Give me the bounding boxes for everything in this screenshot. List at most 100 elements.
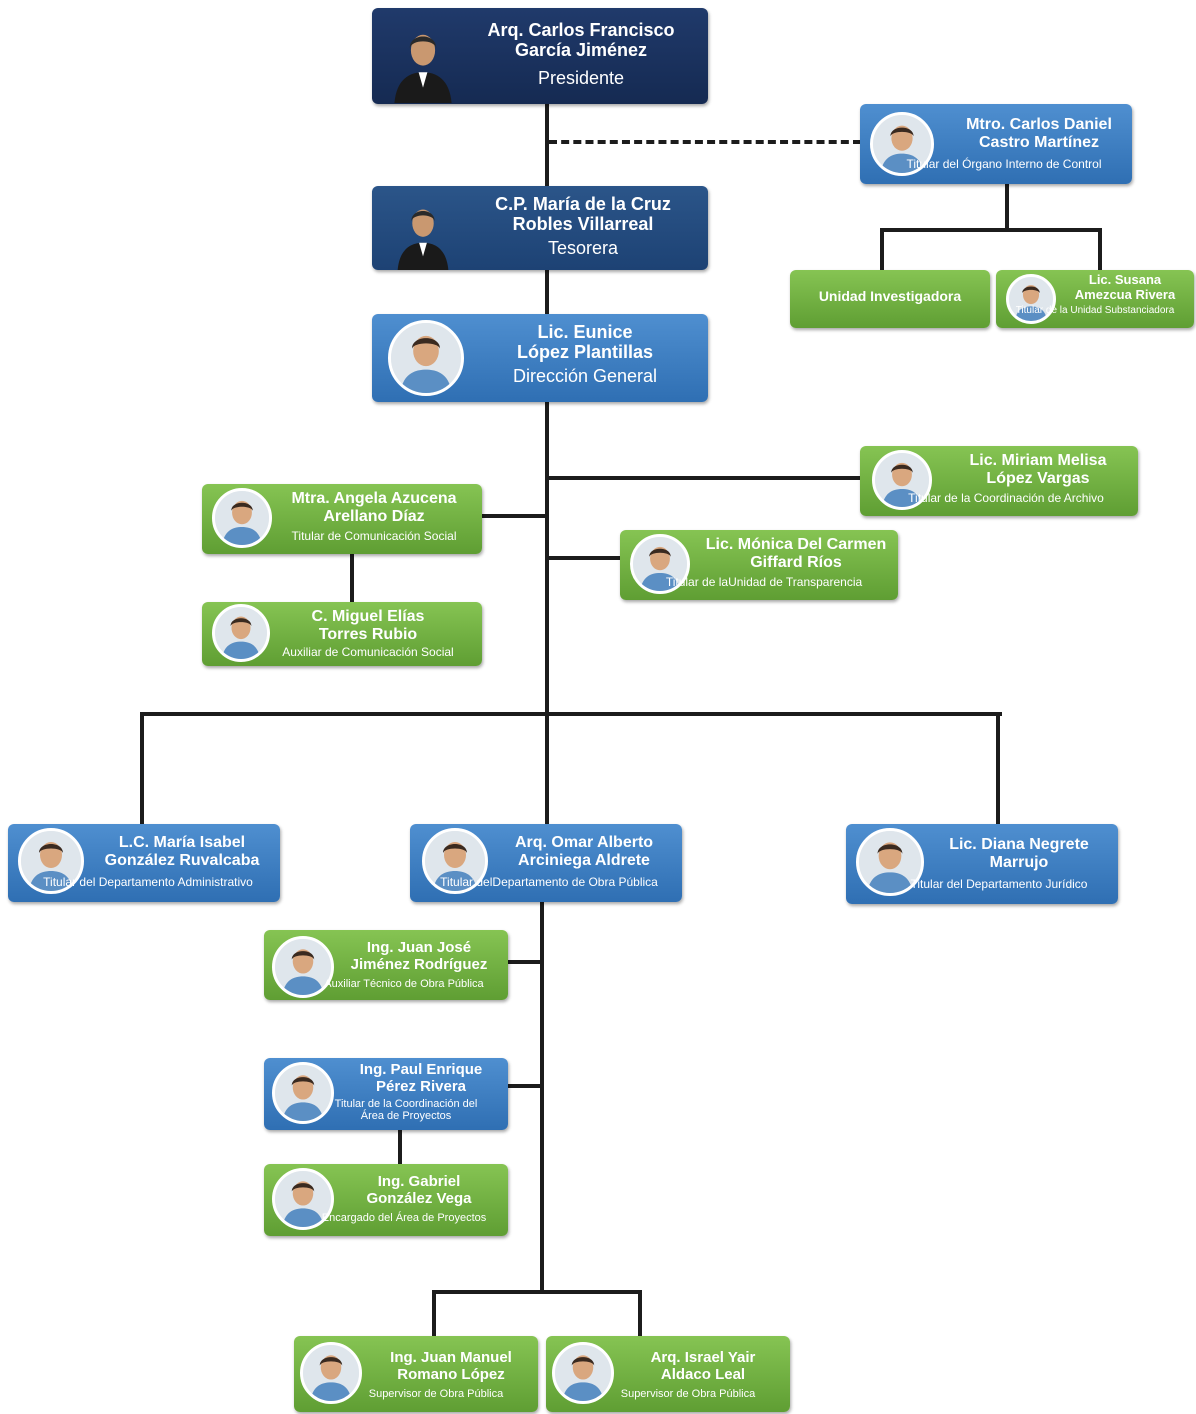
node-text: Lic. Diana Negrete Marrujo Titular del D… (886, 836, 1112, 891)
node-text: Arq. Omar Alberto Arciniega Aldrete Titu… (420, 834, 678, 889)
node-administrativo[interactable]: L.C. María Isabel González Ruvalcaba Tit… (8, 824, 280, 902)
node-name: García Jiménez (514, 40, 648, 61)
node-role: Auxiliar de Comunicación Social (282, 644, 454, 659)
person-photo-icon (212, 488, 272, 548)
node-transparencia[interactable]: Lic. Mónica Del Carmen Giffard Ríos Titu… (620, 530, 898, 600)
node-obra-publica[interactable]: Arq. Omar Alberto Arciniega Aldrete Titu… (410, 824, 682, 902)
connector (398, 1130, 402, 1166)
node-name: C. Miguel Elías (311, 608, 425, 625)
connector (508, 1084, 542, 1088)
connector (508, 960, 542, 964)
node-name: Torres Rubio (318, 625, 418, 643)
node-text: Arq. Israel Yair Aldaco Leal Supervisor … (590, 1349, 786, 1400)
node-investigadora[interactable]: Unidad Investigadora (790, 270, 990, 328)
node-name: Ing. Gabriel (377, 1173, 461, 1190)
person-photo-icon (388, 320, 464, 396)
node-name: González Vega (366, 1189, 472, 1207)
person-photo-icon (212, 604, 270, 662)
node-text: Ing. Paul Enrique Pérez Rivera Titular d… (308, 1061, 504, 1122)
connector (140, 712, 1002, 716)
connector (350, 552, 354, 604)
person-photo-icon (272, 1168, 334, 1230)
node-role: Titular de la Coordinación del (334, 1097, 478, 1110)
node-text: Lic. Eunice López Plantillas Dirección G… (472, 322, 698, 386)
node-encargado-proyectos[interactable]: Ing. Gabriel González Vega Encargado del… (264, 1164, 508, 1236)
connector (545, 104, 549, 188)
node-name: Mtro. Carlos Daniel (966, 116, 1112, 133)
connector (545, 400, 549, 828)
connector (1098, 228, 1102, 270)
node-text: Lic. Susana Amezcua Rivera Titular de la… (1000, 272, 1190, 317)
person-photo-icon (272, 936, 334, 998)
node-name: López Vargas (986, 469, 1090, 487)
node-name: Arellano Díaz (323, 507, 425, 525)
node-role: Dirección General (512, 366, 658, 387)
node-proyectos[interactable]: Ing. Paul Enrique Pérez Rivera Titular d… (264, 1058, 508, 1130)
node-name: Amezcua Rivera (1074, 286, 1176, 302)
node-presidente[interactable]: Arq. Carlos Francisco García Jiménez Pre… (372, 8, 708, 104)
node-text: Arq. Carlos Francisco García Jiménez Pre… (468, 20, 694, 88)
node-name: Lic. Susana (1088, 272, 1162, 287)
node-direccion[interactable]: Lic. Eunice López Plantillas Dirección G… (372, 314, 708, 402)
node-text: Ing. Gabriel González Vega Encargado del… (304, 1173, 504, 1224)
node-text: L.C. María Isabel González Ruvalcaba Tit… (20, 834, 276, 889)
person-photo-icon (630, 534, 690, 594)
node-role: Área de Proyectos (360, 1109, 452, 1122)
node-role: Titular del Órgano Interno de Control (906, 156, 1102, 171)
node-name: Pérez Rivera (375, 1077, 467, 1095)
node-aux-tecnico[interactable]: Ing. Juan José Jiménez Rodríguez Auxilia… (264, 930, 508, 1000)
node-name: Lic. Eunice (537, 322, 633, 342)
node-supervisor-1[interactable]: Ing. Juan Manuel Romano López Supervisor… (294, 1336, 538, 1412)
node-name: Robles Villarreal (512, 214, 654, 235)
node-text: Unidad Investigadora (790, 288, 990, 305)
node-text: C.P. María de la Cruz Robles Villarreal … (472, 194, 694, 258)
node-text: Mtro. Carlos Daniel Castro Martínez Titu… (882, 116, 1126, 171)
connector (549, 476, 861, 480)
node-tesorera[interactable]: C.P. María de la Cruz Robles Villarreal … (372, 186, 708, 270)
node-text: C. Miguel Elías Torres Rubio Auxiliar de… (258, 608, 478, 659)
node-archivo[interactable]: Lic. Miriam Melisa López Vargas Titular … (860, 446, 1138, 516)
node-text: Lic. Miriam Melisa López Vargas Titular … (880, 452, 1132, 505)
node-substanciadora[interactable]: Lic. Susana Amezcua Rivera Titular de la… (996, 270, 1194, 328)
node-role: Supervisor de Obra Pública (368, 1387, 504, 1400)
node-name: Giffard Ríos (750, 553, 842, 571)
node-comunicacion[interactable]: Mtra. Angela Azucena Arellano Díaz Titul… (202, 484, 482, 554)
person-photo-icon (870, 112, 934, 176)
node-name: Ing. Juan José (366, 939, 472, 956)
node-name: Arciniega Aldrete (518, 851, 650, 869)
node-role: Titular de laUnidad de Transparencia (665, 574, 863, 589)
node-role: Titular del Departamento Administrativo (43, 874, 253, 889)
node-name: L.C. María Isabel (118, 834, 246, 851)
node-juridico[interactable]: Lic. Diana Negrete Marrujo Titular del D… (846, 824, 1118, 904)
node-role: Titular de la Unidad Substanciadora (1015, 305, 1175, 317)
node-name: Jiménez Rodríguez (350, 955, 488, 973)
node-text: Lic. Mónica Del Carmen Giffard Ríos Titu… (636, 536, 892, 589)
person-photo-icon (856, 828, 924, 896)
node-role: Auxiliar Técnico de Obra Pública (324, 977, 484, 990)
connector (996, 712, 1000, 826)
person-photo-icon (272, 1062, 334, 1124)
person-photo-icon (1006, 274, 1056, 324)
connector (880, 228, 884, 270)
node-name: Romano López (397, 1365, 505, 1383)
node-label: Unidad Investigadora (818, 288, 962, 304)
connector (432, 1290, 436, 1338)
node-role: Titular de Comunicación Social (291, 528, 457, 543)
connector (482, 514, 546, 518)
node-name: López Plantillas (516, 342, 654, 363)
node-supervisor-2[interactable]: Arq. Israel Yair Aldaco Leal Supervisor … (546, 1336, 790, 1412)
connector (432, 1290, 642, 1294)
connector (1005, 182, 1009, 230)
node-control[interactable]: Mtro. Carlos Daniel Castro Martínez Titu… (860, 104, 1132, 184)
connector (140, 712, 144, 826)
node-aux-comunicacion[interactable]: C. Miguel Elías Torres Rubio Auxiliar de… (202, 602, 482, 666)
dashed-connector (549, 140, 861, 144)
node-name: Arq. Israel Yair (650, 1349, 756, 1366)
node-name: C.P. María de la Cruz (495, 194, 671, 214)
node-name: Arq. Carlos Francisco (487, 20, 675, 40)
node-name: Lic. Mónica Del Carmen (705, 536, 887, 553)
node-role: Titular de la Coordinación de Archivo (908, 490, 1104, 505)
person-photo-icon (872, 450, 932, 510)
node-name: Ing. Paul Enrique (359, 1061, 483, 1078)
